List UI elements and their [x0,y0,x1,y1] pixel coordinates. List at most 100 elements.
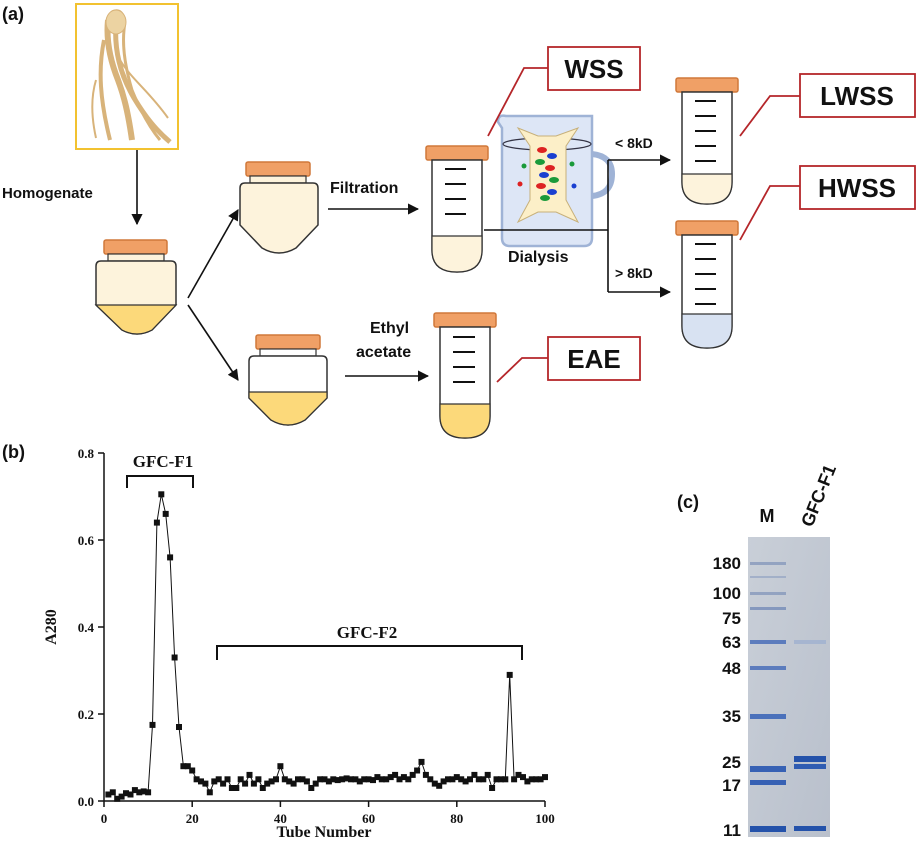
eae-label: EAE [567,344,620,374]
data-point [484,771,491,778]
data-point [325,778,332,785]
marker-band-63 [750,640,786,644]
x-tick-label: 40 [274,811,287,826]
filtration-label: Filtration [330,180,398,197]
data-point [246,771,253,778]
mw-marker: 35 [722,707,741,726]
mw-marker: 48 [722,659,741,678]
data-point [105,791,112,798]
data-point [409,771,416,778]
data-point [493,776,500,783]
mw-marker: 180 [713,554,741,573]
data-point [502,776,509,783]
data-point [250,780,257,787]
data-point [145,789,152,796]
data-point [343,775,350,782]
y-tick-label: 0.2 [78,707,94,722]
y-tick-label: 0.4 [78,620,95,635]
data-point [405,776,412,783]
data-point [255,776,262,783]
data-point [136,789,143,796]
data-point [370,777,376,784]
sample-band-63 [794,640,826,644]
mw-marker: 25 [722,753,741,772]
molecular-weight-markers: 180 100 75 63 48 35 25 17 11 [713,554,741,840]
gel-bands [750,562,826,832]
molecule-dots [517,147,577,201]
data-point [233,785,240,791]
container-neck [249,175,307,184]
sample-band-upper [794,756,826,762]
sample-band-11 [794,826,826,831]
gel-background [748,537,830,837]
hwss-label: HWSS [818,173,896,203]
x-tick-label: 100 [535,811,555,826]
marker-band-48 [750,666,786,670]
marker-band-180 [750,562,786,565]
data-point [431,780,438,787]
data-point [317,776,324,783]
data-point [383,776,390,783]
mw-marker: 17 [722,776,741,795]
marker-band-25 [750,766,786,772]
data-point [533,776,540,783]
mw-marker: 100 [713,584,741,603]
data-point [153,519,160,526]
homogenate-container [94,239,178,335]
data-point [268,778,275,785]
hwss-tube [675,220,739,349]
data-point [118,793,125,800]
axis-ticks [98,452,546,807]
x-axis-label: Tube Number [277,824,372,841]
data-point [542,774,548,781]
gfc-f2-label: GFC-F2 [337,623,397,642]
data-point [167,554,174,561]
hwss-callout: HWSS [739,165,916,241]
tube-liquid [681,173,733,205]
data-points [105,491,548,802]
marker-band-35 [750,714,786,719]
gt8-label: > 8kD [615,265,653,281]
data-point [140,788,147,795]
gfc-f2-bracket [216,645,523,660]
x-tick-label: 0 [101,811,108,826]
data-point [356,778,363,785]
sample-band-middle [794,764,826,769]
container-cap [245,161,311,177]
mw-marker: 75 [722,609,741,628]
container-neck [259,348,317,357]
marker-band-11 [750,826,786,832]
container-cap [255,334,321,350]
data-point [290,780,297,787]
data-point [198,778,204,785]
eae-tube [433,312,497,439]
data-point [202,780,209,787]
data-point [215,776,222,783]
lane-label-m: M [760,506,775,526]
data-point [475,776,482,783]
y-tick-label: 0.0 [78,794,94,809]
acetate-label: acetate [356,344,411,361]
lwss-tube [675,77,739,205]
data-point [176,724,182,730]
split-arrow-up [187,209,239,299]
homogenate-label: Homogenate [2,185,93,202]
data-point [277,763,284,770]
lane-label-gfc-f1: GFC-F1 [797,462,840,530]
data-point [387,774,394,781]
extraction-container [248,334,328,426]
data-point [361,776,368,783]
data-point [259,785,266,791]
mw-marker: 11 [723,821,741,840]
data-point [480,776,487,783]
tube-cap [675,77,739,93]
data-point [511,776,518,783]
marker-band-extra [750,576,786,578]
data-point [396,776,403,783]
data-point [506,671,513,678]
tube-cap [433,312,497,328]
data-point [400,774,407,781]
data-point [528,776,535,783]
data-point [414,767,421,774]
